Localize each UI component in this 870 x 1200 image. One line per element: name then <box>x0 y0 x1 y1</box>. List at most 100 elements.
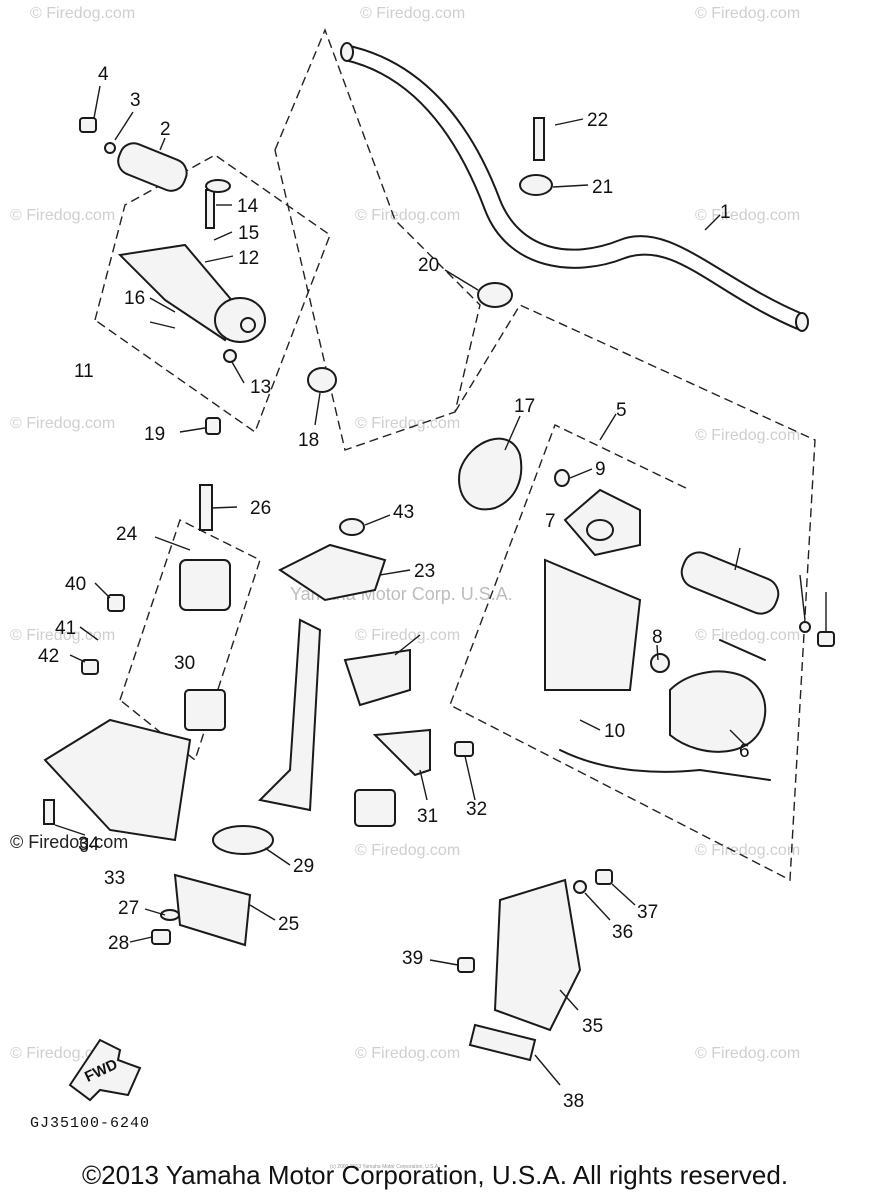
screw-34 <box>43 799 55 825</box>
bolt <box>205 189 215 229</box>
leader <box>231 361 245 384</box>
corner-watermark: © Firedog.com <box>10 832 128 852</box>
leader <box>394 634 421 656</box>
leader <box>149 321 176 329</box>
leader <box>314 392 321 426</box>
leader <box>444 269 479 291</box>
left-grip-assembly <box>79 117 337 435</box>
nut-28 <box>151 929 171 945</box>
leader <box>584 892 611 921</box>
watermark: © Firedog.com <box>355 415 460 432</box>
fwd-arrow: FWD <box>68 1038 142 1102</box>
leader <box>159 137 166 151</box>
label-part-25: 25 <box>278 914 299 935</box>
label-part-11: 11 <box>74 361 94 382</box>
washer <box>104 142 116 154</box>
label-part-43: 43 <box>393 502 414 523</box>
label-part-4: 4 <box>98 64 109 85</box>
leader <box>429 959 459 966</box>
leader <box>114 111 134 141</box>
bolt-26 <box>199 484 213 531</box>
washer-36 <box>573 880 587 894</box>
grip <box>117 142 188 192</box>
label-part-19: 19 <box>144 424 165 445</box>
label-part-13: 13 <box>250 377 271 398</box>
group-5-outline <box>449 304 816 882</box>
label-part-22: 22 <box>587 110 608 131</box>
label-part-29: 29 <box>293 856 314 877</box>
upper-clamp <box>519 174 553 196</box>
label-part-9: 9 <box>595 459 606 480</box>
leader <box>419 769 428 801</box>
label-part-42: 42 <box>38 646 59 667</box>
watermark: © Firedog.com <box>695 842 800 859</box>
bushing-30 <box>184 689 226 731</box>
leader <box>94 582 111 599</box>
lever-pivot <box>214 297 266 343</box>
label-part-6: 6 <box>739 741 750 762</box>
label-part-16: 16 <box>124 288 145 309</box>
nut <box>79 117 97 133</box>
leader <box>79 626 99 641</box>
plate-33 <box>43 718 192 842</box>
holder <box>179 559 231 611</box>
leader <box>554 118 584 126</box>
handlebar <box>340 42 809 332</box>
leader-lines <box>54 85 827 1086</box>
label-part-14: 14 <box>237 196 259 217</box>
watermark: © Firedog.com <box>355 627 460 644</box>
handlebar-tube-lower <box>344 59 801 331</box>
watermark: © Firedog.com <box>355 1045 460 1062</box>
leader <box>249 904 276 921</box>
leader <box>69 654 86 663</box>
watermark: © Firedog.com <box>355 842 460 859</box>
handlebar-end <box>340 42 354 62</box>
label-part-8: 8 <box>652 627 663 648</box>
handlebar-tube <box>344 44 806 316</box>
right-grip-assembly <box>544 469 835 781</box>
label-part-17: 17 <box>514 396 535 417</box>
label-part-35: 35 <box>582 1016 603 1037</box>
diagram-code: GJ35100-6240 <box>30 1115 151 1132</box>
throttle-cable <box>559 749 771 781</box>
holder-31 <box>372 728 431 777</box>
plate-25 <box>173 873 252 947</box>
label-part-37: 37 <box>637 902 658 923</box>
leader <box>611 883 636 906</box>
copyright-notice: ©2013 Yamaha Motor Corporation, U.S.A. A… <box>81 1160 789 1190</box>
label-part-12: 12 <box>238 248 259 269</box>
label-part-1: 1 <box>720 202 731 223</box>
leader <box>179 427 206 433</box>
label-part-10: 10 <box>604 721 625 742</box>
washer <box>799 621 811 633</box>
leader <box>579 719 601 731</box>
watermark: © Firedog.com <box>355 207 460 224</box>
pivot-hole <box>240 317 256 333</box>
steering-arm <box>343 648 411 707</box>
nut-42 <box>81 659 99 675</box>
label-part-18: 18 <box>298 430 319 451</box>
leader <box>93 85 101 119</box>
label-part-28: 28 <box>108 933 129 954</box>
leader <box>364 514 391 526</box>
label-part-33: 33 <box>104 868 125 889</box>
label-part-31: 31 <box>417 806 438 827</box>
leader <box>144 908 166 916</box>
screw <box>205 417 221 435</box>
spring <box>719 639 766 661</box>
leader <box>213 231 233 241</box>
leader <box>464 755 476 801</box>
watermark: © Firedog.com <box>360 5 465 22</box>
label-part-26: 26 <box>250 498 271 519</box>
label-part-23: 23 <box>414 561 435 582</box>
nut <box>817 631 835 647</box>
nut-37 <box>595 869 613 885</box>
collar <box>307 367 337 393</box>
watermark: © Firedog.com <box>695 5 800 22</box>
band-29 <box>212 825 274 855</box>
bushing <box>339 518 365 536</box>
handlebar-end <box>795 312 809 332</box>
lower-bracket <box>457 869 613 1062</box>
watermark: © Firedog.com <box>695 1045 800 1062</box>
bolt-32 <box>454 741 474 757</box>
